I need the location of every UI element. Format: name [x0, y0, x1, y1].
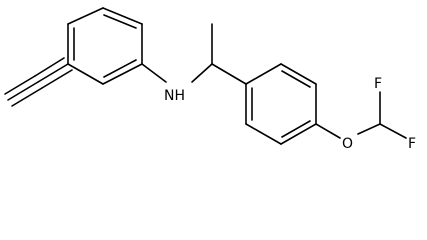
left-benzene-ring	[67, 7, 143, 85]
nh-label: NH	[164, 88, 185, 104]
ring1-to-nh-bond	[141, 63, 167, 83]
amine-linkage: NH	[141, 63, 213, 104]
nh-to-ch-bond	[191, 63, 213, 83]
ring2-bond-e	[245, 123, 282, 145]
ring2-bond-a	[245, 63, 282, 85]
difluoromethoxy-group: O F F	[315, 76, 416, 152]
ethyl-bridge	[211, 23, 247, 85]
ethynyl-bond-4	[7, 81, 39, 101]
ring2-double-inner-1	[281, 70, 311, 88]
ch-to-ring2-bond	[211, 63, 247, 85]
ring1-bond-a	[102, 7, 143, 25]
ethynyl-group	[4, 57, 73, 107]
oxygen-label: O	[342, 136, 353, 152]
ethynyl-bond-1	[37, 63, 69, 83]
ring2-to-oxygen-bond	[315, 123, 341, 139]
molecule-structure: NH O F F	[4, 7, 416, 152]
ring2-bond-d	[280, 123, 317, 145]
ring2-double-inner-2	[281, 120, 311, 138]
right-benzene-ring	[245, 63, 317, 145]
ethynyl-bond-6	[11, 87, 43, 107]
ethynyl-bond-2	[34, 57, 65, 77]
ring1-double-inner-2	[103, 59, 137, 78]
cf2-to-f-bottom-bond	[379, 123, 407, 139]
ethynyl-bond-3	[41, 69, 73, 89]
oxygen-to-cf2-bond	[357, 123, 381, 135]
ring1-bond-c	[102, 63, 143, 85]
ring2-bond-b	[280, 63, 317, 85]
ring1-double-inner-1	[103, 14, 137, 29]
ethynyl-bond-5	[4, 75, 36, 95]
ring1-bond-f	[67, 7, 104, 25]
fluorine-top-label: F	[374, 76, 382, 92]
ring1-bond-d	[67, 63, 104, 85]
fluorine-bottom-label: F	[408, 136, 416, 152]
